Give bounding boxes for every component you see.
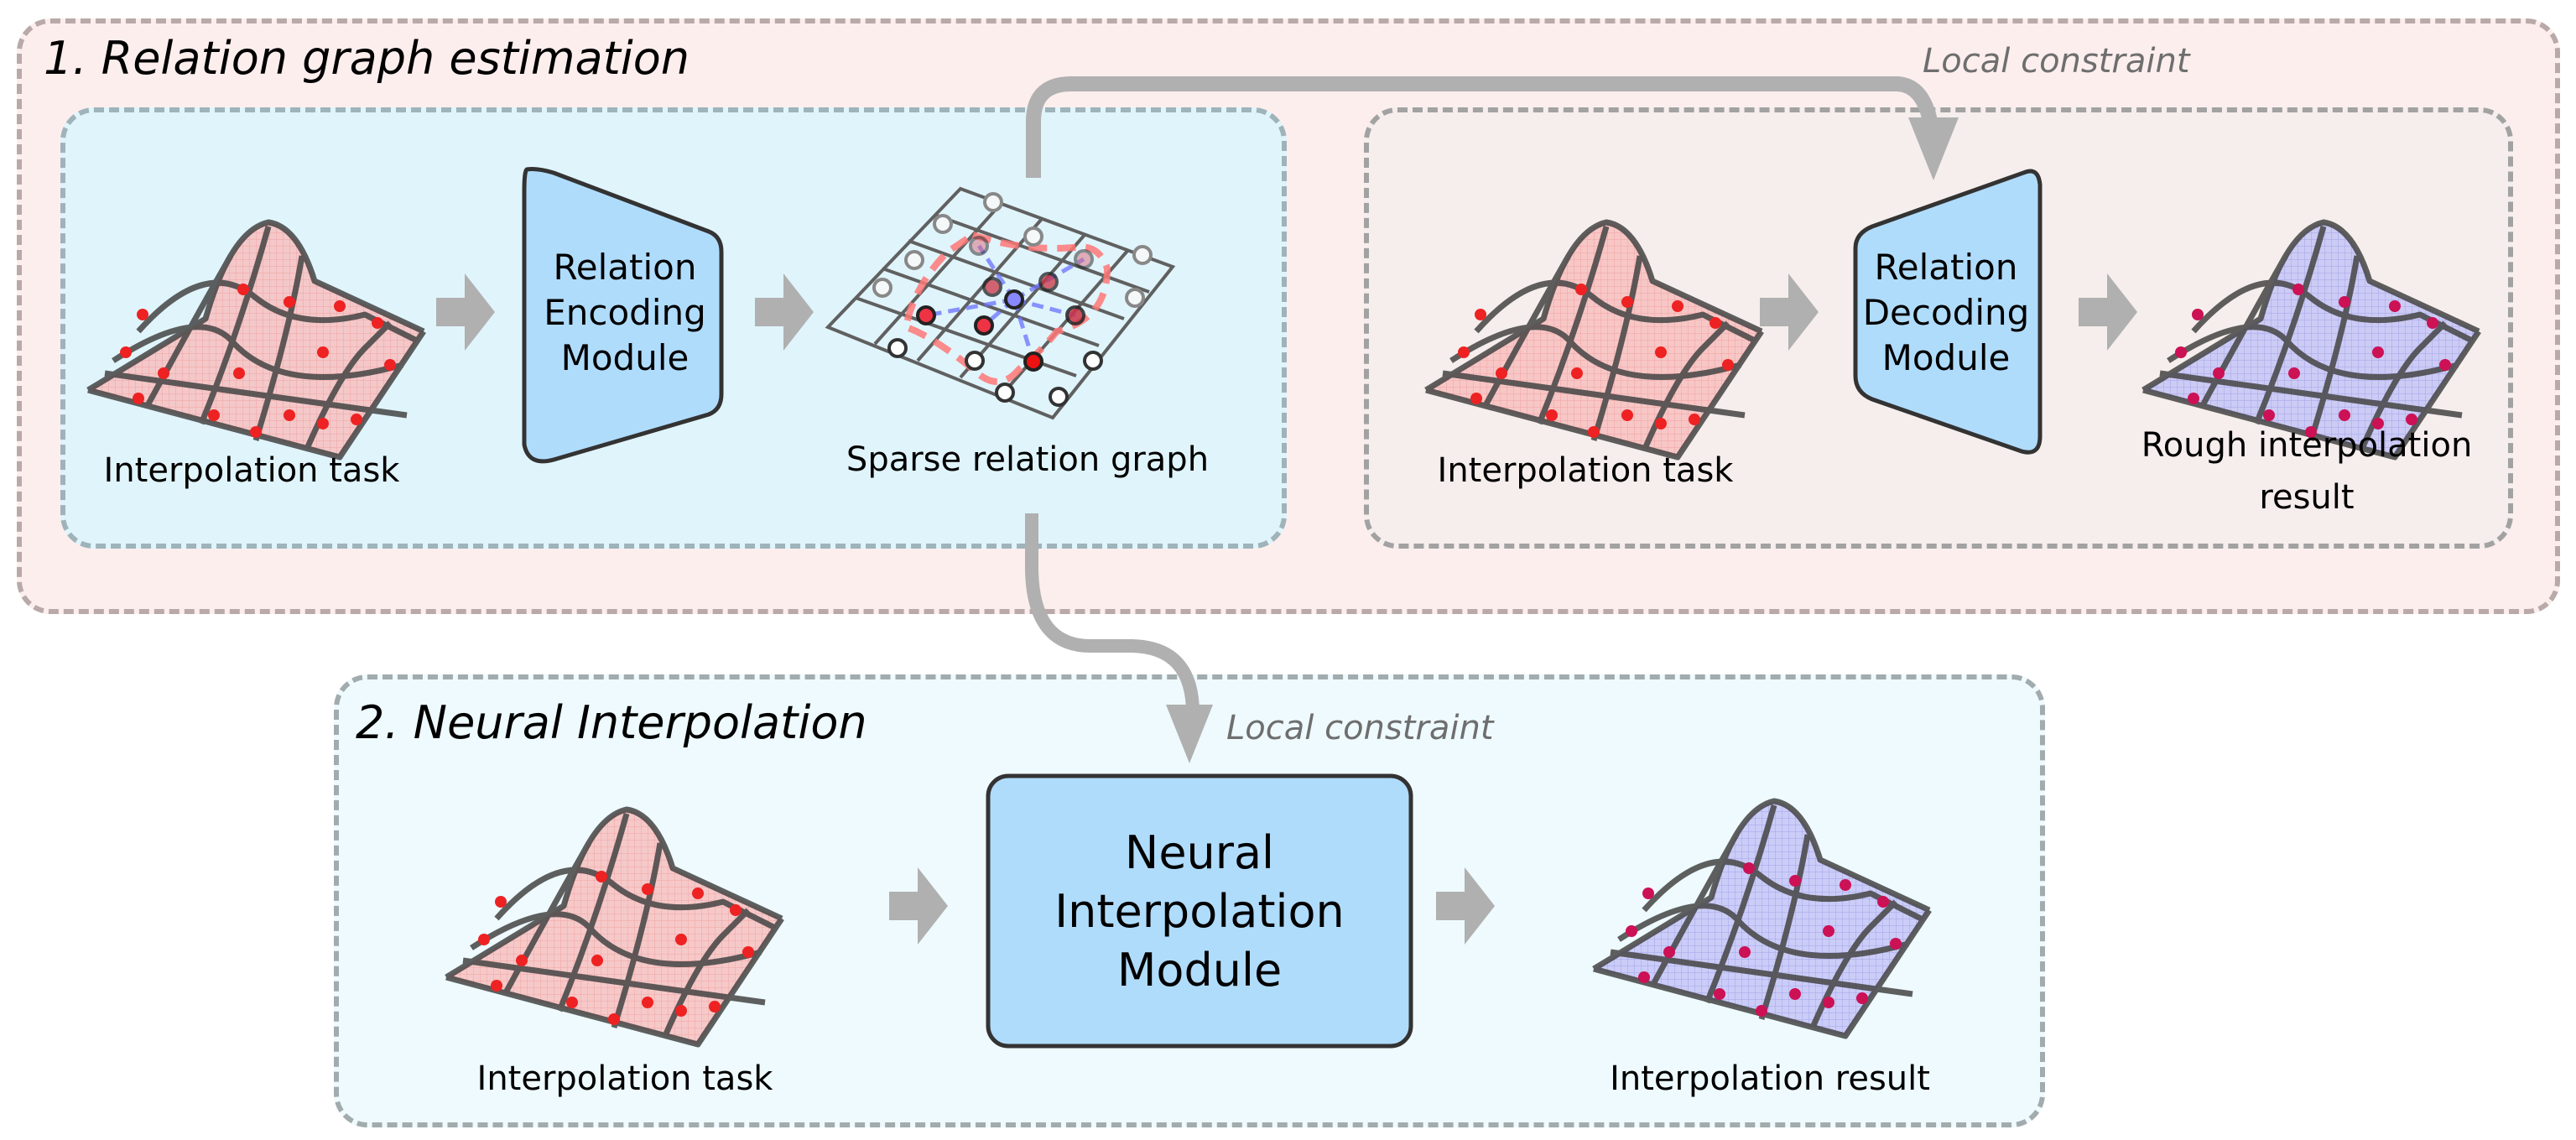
module-label-line: Decoding: [1862, 292, 2030, 333]
stage2-title: 2. Neural Interpolation: [356, 696, 867, 749]
relation-encoding-module-label: Relation Encoding Module: [524, 245, 726, 381]
interpolation-task-surface-3: [446, 809, 782, 1044]
local-constraint-arrowhead-bottom: [1166, 705, 1213, 763]
local-constraint-label-bottom: Local constraint: [1226, 709, 1494, 747]
arrow-right-5: [889, 867, 948, 945]
arrow-right-4: [2079, 273, 2137, 351]
local-constraint-arrow-top: [1026, 76, 1937, 178]
caption-interpolation-result: Interpolation result: [1610, 1059, 1930, 1098]
local-constraint-arrow-bottom: [1025, 513, 1200, 730]
interpolation-task-surface-2: [1426, 222, 1762, 457]
local-constraint-arrowhead-top: [1908, 117, 1959, 180]
module-label-line: Encoding: [544, 292, 706, 333]
arrow-right-3: [1760, 273, 1819, 351]
module-label-line: Interpolation: [1054, 885, 1345, 938]
module-label-line: Module: [560, 337, 690, 378]
caption-rough-interpolation-result: Rough interpolation result: [2122, 419, 2491, 523]
module-label-line: Relation: [553, 247, 697, 288]
caption-line: Rough interpolation: [2141, 426, 2473, 465]
stage1-title: 1. Relation graph estimation: [44, 32, 690, 85]
caption-sparse-relation-graph: Sparse relation graph: [846, 440, 1210, 479]
module-label-line: Relation: [1874, 247, 2018, 288]
arrow-right-1: [436, 273, 495, 351]
sparse-relation-graph: [825, 186, 1176, 420]
relation-decoding-module-label: Relation Decoding Module: [1845, 245, 2047, 381]
arrow-right-2: [755, 273, 814, 351]
relation-decoding-module-shape: [1853, 169, 2043, 455]
arrow-right-6: [1436, 867, 1495, 945]
caption-interpolation-task-2: Interpolation task: [1437, 451, 1734, 490]
caption-interpolation-task-1: Interpolation task: [103, 451, 400, 490]
neural-interpolation-module-label: Neural Interpolation Module: [988, 824, 1411, 1000]
caption-line: result: [2259, 478, 2355, 517]
caption-interpolation-task-3: Interpolation task: [476, 1059, 773, 1098]
module-label-line: Neural: [1124, 826, 1275, 879]
interpolation-task-surface-1: [88, 222, 424, 457]
module-label-line: Module: [1881, 337, 2011, 378]
local-constraint-label-top: Local constraint: [1923, 42, 2190, 81]
interpolation-result-surface: [1594, 801, 1929, 1036]
neural-interpolation-module-shape: [986, 773, 1413, 1049]
module-label-line: Module: [1116, 944, 1283, 997]
relation-encoding-module-shape: [522, 167, 724, 464]
